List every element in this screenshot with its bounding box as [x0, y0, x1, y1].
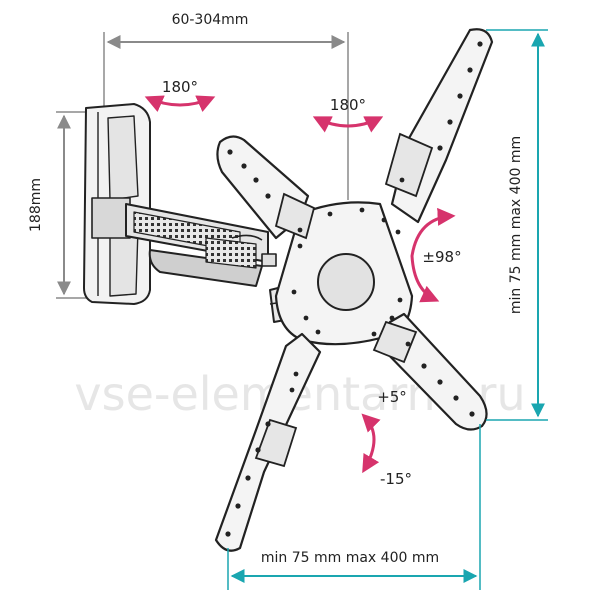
- vesa-vertical-label: min 75 mm max 400 mm: [508, 136, 524, 314]
- arm-extension-label: 60-304mm: [172, 12, 249, 28]
- vesa-center-hole: [317, 253, 375, 311]
- wall-swivel-indicator: 180°: [144, 78, 216, 113]
- bracket-upper-left: [274, 192, 316, 240]
- tilt-arrow-icon: [361, 413, 381, 474]
- bracket-upper-right: [384, 132, 434, 198]
- bracket-lower-right: [372, 320, 418, 364]
- tilt-down-label: -15°: [380, 470, 412, 488]
- head-swivel-indicator: 180°: [312, 96, 384, 133]
- vesa-horizontal-dimension: min 75 mm max 400 mm: [227, 424, 481, 590]
- vesa-mounting-holes: [225, 41, 483, 537]
- wall-swivel-arrow-icon: [144, 95, 216, 113]
- rotation-indicator: ±98°: [410, 207, 462, 303]
- bracket-lower-left: [254, 418, 298, 468]
- wall-plate: [83, 103, 151, 305]
- vesa-plate: [214, 28, 494, 552]
- vesa-vertical-dimension: min 75 mm max 400 mm: [486, 29, 548, 421]
- rotation-arrow-icon: [410, 207, 456, 303]
- head-swivel-label: 180°: [330, 96, 366, 114]
- articulating-arm: [125, 203, 297, 323]
- tilt-up-label: +5°: [377, 388, 407, 406]
- vesa-horizontal-label: min 75 mm max 400 mm: [261, 550, 439, 566]
- wall-swivel-label: 180°: [162, 78, 198, 96]
- head-swivel-arrow-icon: [312, 116, 384, 133]
- tilt-indicator: +5° -15°: [361, 388, 412, 488]
- rotation-label: ±98°: [422, 248, 461, 266]
- arm-extension-dimension: 60-304mm: [103, 12, 349, 200]
- wall-plate-height-label: 188mm: [28, 178, 44, 232]
